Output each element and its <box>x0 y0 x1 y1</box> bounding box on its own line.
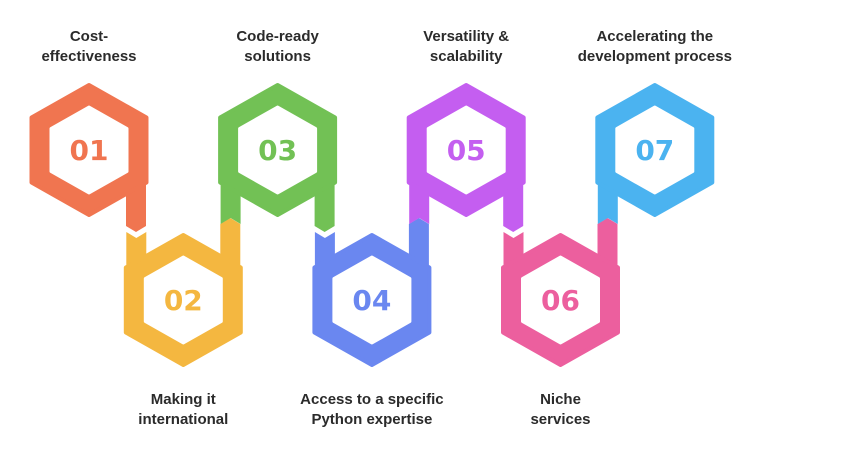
step-label-line: Accelerating the <box>596 28 714 45</box>
hexagon-inner <box>521 255 600 345</box>
hexagon-inner <box>332 255 412 345</box>
step-label: Cost-effectiveness <box>0 27 189 67</box>
step-label-line: Niche <box>540 391 581 408</box>
hexagon-inner <box>143 255 223 345</box>
step-label: Code-ready solutions <box>178 27 378 67</box>
step-label: Versatility & scalability <box>366 27 566 67</box>
hexagon-inner <box>426 105 506 195</box>
step-number: 05 <box>447 134 486 167</box>
step-label-line: Access to a specific <box>300 391 444 408</box>
step-label-line: Making it <box>150 391 216 408</box>
step-06: 06 <box>501 218 620 367</box>
step-03: 03 <box>218 83 338 232</box>
hexagon-inner <box>238 105 318 195</box>
step-label: Niche services <box>461 390 661 430</box>
step-number: 01 <box>70 134 109 167</box>
hexagon-inner <box>615 105 695 195</box>
step-label-line: Code-ready <box>236 28 319 45</box>
step-number: 04 <box>352 284 391 317</box>
step-01: 01 <box>29 83 149 232</box>
step-04: 04 <box>312 218 432 367</box>
step-label: Making it international <box>83 390 283 430</box>
step-label-line: scalability <box>429 48 503 65</box>
step-label-line: Python expertise <box>311 411 433 428</box>
step-label-line: Cost- <box>69 28 109 45</box>
step-label-line: development process <box>577 48 732 65</box>
step-label-line: services <box>530 411 591 428</box>
step-02: 02 <box>123 218 243 367</box>
step-number: 03 <box>258 134 297 167</box>
step-label-line: Versatility & <box>423 28 510 45</box>
step-number: 02 <box>164 284 203 317</box>
step-label-line: solutions <box>244 48 311 65</box>
hexagon-inner <box>49 105 129 195</box>
step-number: 07 <box>635 134 674 167</box>
step-label-line: international <box>138 411 229 428</box>
step-label: Accelerating the development process <box>555 27 755 67</box>
step-number: 06 <box>541 284 580 317</box>
step-07: 07 <box>595 83 715 224</box>
step-05: 05 <box>406 83 526 232</box>
step-label-line: effectiveness <box>41 48 137 65</box>
